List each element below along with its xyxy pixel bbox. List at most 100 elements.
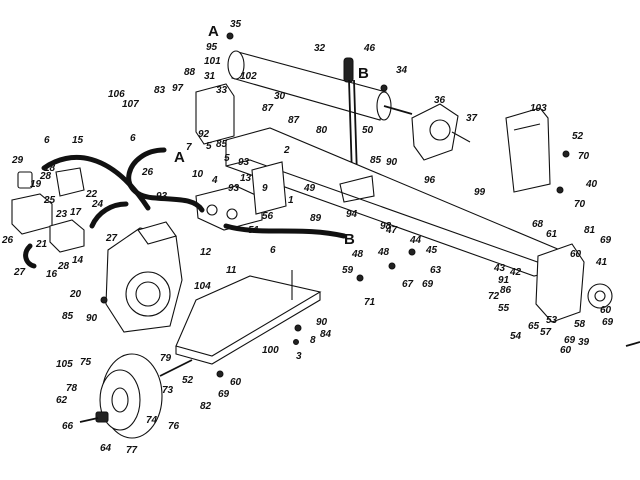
callout-107: 107 — [122, 99, 139, 110]
callout-29: 29 — [12, 155, 24, 166]
callout-19: 19 — [30, 179, 42, 190]
callout-59: 59 — [342, 265, 354, 276]
callout-6: 6 — [44, 135, 50, 146]
callout-79: 79 — [160, 353, 172, 364]
callout-102: 102 — [240, 71, 257, 82]
callout-62: 62 — [56, 395, 68, 406]
callout-12: 12 — [200, 247, 212, 258]
callout-26: 26 — [2, 235, 14, 246]
callout-76: 76 — [168, 421, 180, 432]
callout-10: 10 — [192, 169, 204, 180]
callout-75: 75 — [80, 357, 92, 368]
callout-66: 66 — [62, 421, 74, 432]
callout-78: 78 — [66, 383, 78, 394]
callout-71: 71 — [364, 297, 376, 308]
callout-55: 55 — [498, 303, 510, 314]
callout-16: 16 — [46, 269, 58, 280]
callout-20: 20 — [70, 289, 82, 300]
callout-56: 56 — [262, 211, 274, 222]
callout-80: 80 — [316, 125, 328, 136]
callout-43: 43 — [494, 263, 506, 274]
callout-106: 106 — [108, 89, 125, 100]
callout-90: 90 — [316, 317, 328, 328]
callout-89: 89 — [310, 213, 322, 224]
callout-98: 98 — [380, 221, 392, 232]
callout-36: 36 — [434, 95, 446, 106]
control-valve — [195, 185, 263, 231]
callout-93: 93 — [238, 157, 250, 168]
callout-82: 82 — [200, 401, 212, 412]
callout-92: 92 — [198, 129, 210, 140]
callout-63: 63 — [430, 265, 442, 276]
callout-57: 57 — [540, 327, 552, 338]
callout-39: 39 — [578, 337, 590, 348]
callout-11: 11 — [226, 265, 237, 276]
callout-21: 21 — [36, 239, 48, 250]
callout-68: 68 — [532, 219, 544, 230]
callout-77: 77 — [126, 445, 138, 456]
callout-69: 69 — [564, 335, 576, 346]
callout-58: 58 — [574, 319, 586, 330]
callout-5: 5 — [206, 141, 212, 152]
callout-14: 14 — [72, 255, 84, 266]
callout-17: 17 — [70, 207, 82, 218]
callout-101: 101 — [204, 56, 221, 67]
callout-95: 95 — [206, 42, 218, 53]
callout-48: 48 — [378, 247, 390, 258]
callout-37: 37 — [466, 113, 478, 124]
callout-26: 26 — [142, 167, 154, 178]
callout-60: 60 — [560, 345, 572, 356]
callout-33: 33 — [216, 85, 228, 96]
callout-13: 13 — [240, 173, 252, 184]
callout-70: 70 — [578, 151, 590, 162]
hydraulic-cylinder — [227, 50, 413, 121]
callout-31: 31 — [204, 71, 216, 82]
callout-84: 84 — [320, 329, 332, 340]
hydraulic-pump — [11, 167, 85, 253]
callout-69: 69 — [422, 279, 434, 290]
callout-52: 52 — [572, 131, 584, 142]
foot-plate — [535, 243, 613, 323]
callout-67: 67 — [402, 279, 414, 290]
callout-85: 85 — [216, 139, 228, 150]
callout-35: 35 — [230, 19, 242, 30]
callout-69: 69 — [218, 389, 230, 400]
callout-53: 53 — [546, 315, 558, 326]
callout-9: 9 — [262, 183, 268, 194]
callout-3: 3 — [296, 351, 302, 362]
ref-letter: B — [358, 65, 369, 82]
callout-65: 65 — [528, 321, 540, 332]
wedge-assembly — [411, 103, 471, 161]
callout-97: 97 — [172, 83, 184, 94]
callout-60: 60 — [600, 305, 612, 316]
callout-69: 69 — [600, 235, 612, 246]
callout-5: 5 — [224, 153, 230, 164]
callout-54: 54 — [510, 331, 522, 342]
callout-87: 87 — [262, 103, 274, 114]
callout-40: 40 — [586, 179, 598, 190]
callout-94: 94 — [346, 209, 358, 220]
valve-handle — [343, 57, 358, 177]
callout-87: 87 — [288, 115, 300, 126]
callout-6: 6 — [130, 133, 136, 144]
callout-74: 74 — [146, 415, 158, 426]
callout-104: 104 — [194, 281, 211, 292]
callout-49: 49 — [304, 183, 316, 194]
callout-46: 46 — [364, 43, 376, 54]
callout-72: 72 — [488, 291, 500, 302]
callout-61: 61 — [546, 229, 558, 240]
callout-42: 42 — [510, 267, 522, 278]
callout-1: 1 — [288, 195, 294, 206]
callout-41: 41 — [596, 257, 608, 268]
ref-letter: A — [174, 149, 185, 166]
ref-letter: A — [208, 23, 219, 40]
engine — [105, 221, 183, 333]
callout-99: 99 — [474, 187, 486, 198]
callout-7: 7 — [186, 142, 192, 153]
callout-51: 51 — [248, 225, 260, 236]
callout-50: 50 — [362, 125, 374, 136]
callout-28: 28 — [40, 171, 52, 182]
callout-47: 47 — [386, 225, 398, 236]
callout-93: 93 — [228, 183, 240, 194]
